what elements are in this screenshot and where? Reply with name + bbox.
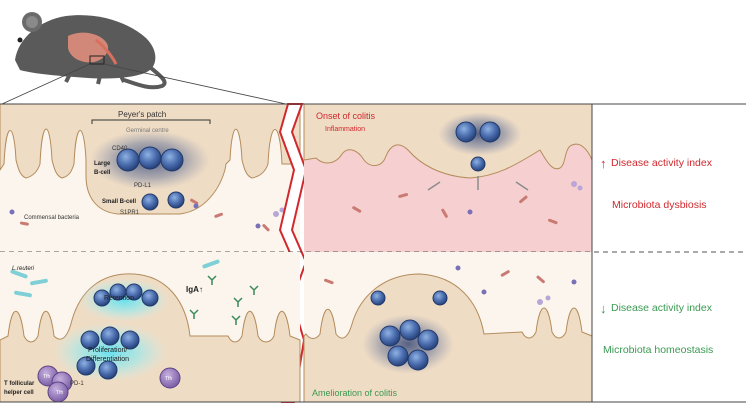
mouse-icon [15, 12, 167, 90]
germinal-centre-label: Germinal centre [126, 128, 169, 134]
top-microbiota-state: Microbiota dysbiosis [612, 199, 707, 211]
l-reuteri-label: L.reuteri [12, 266, 35, 272]
iga-up-arrow-icon: ↑ [199, 285, 203, 294]
proliferation-cluster [52, 322, 168, 382]
commensal-bacteria-top-right [352, 181, 583, 225]
onset-of-colitis-label: Onset of colitis [316, 111, 376, 121]
tfh-label-1: Tfh [43, 374, 50, 380]
down-arrow-icon: ↓ [600, 301, 607, 316]
iga-antibodies [189, 275, 259, 325]
inflammation-arrows [427, 176, 529, 191]
iga-label: IgA [186, 285, 199, 294]
germinal-centre-bottom-right [362, 290, 454, 374]
commensal-bacteria-label: Commensal bacteria [24, 215, 80, 221]
tfh-cells [37, 365, 181, 403]
amelioration-label: Amelioration of colitis [312, 388, 398, 398]
l-reuteri-bacteria [10, 259, 220, 298]
commensal-bacteria-top [9, 198, 285, 232]
tfh-label-2: Tfh [56, 390, 63, 396]
tfh-label-3: Tfh [165, 376, 172, 382]
t-follicular-label-1: T follicular [4, 381, 35, 387]
large-b-cell-label-2: B-cell [94, 170, 111, 176]
bottom-disease-index: Disease activity index [611, 302, 713, 314]
bottom-microbiota-state: Microbiota homeostasis [603, 344, 713, 356]
peyers-patch-label: Peyer's patch [118, 110, 166, 119]
commensal-bacteria-bottom-right [324, 265, 577, 305]
retention-cluster [78, 278, 170, 322]
large-b-cell-label-1: Large [94, 161, 111, 167]
germinal-centre-top [90, 130, 210, 211]
bottom-right-tissue [303, 252, 593, 403]
s1pr1-label: S1PR1 [120, 210, 140, 216]
inflammation-label: Inflammation [325, 126, 365, 133]
small-b-cell-label: Small B-cell [102, 199, 136, 205]
up-arrow-icon: ↑ [600, 156, 607, 171]
retention-label: Retention [104, 295, 134, 302]
cd40-label: CD40 [112, 146, 128, 152]
germinal-centre-top-right [438, 112, 522, 172]
proliferation-label-1: Proliferation/ [88, 347, 127, 354]
pd-1-label: PD-1 [70, 381, 84, 387]
t-follicular-label-2: helper cell [4, 390, 34, 396]
proliferation-label-2: Differentiation [86, 356, 129, 363]
pd-l1-label: PD-L1 [134, 183, 152, 189]
top-disease-index: Disease activity index [611, 157, 713, 169]
